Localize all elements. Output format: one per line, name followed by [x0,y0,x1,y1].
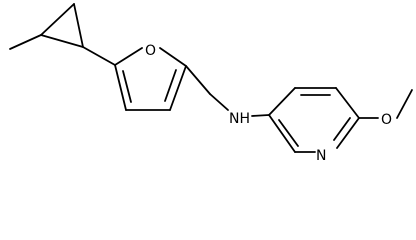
furan-ch2-bond [185,65,211,95]
cyclopropyl-bond-3 [40,34,84,48]
methoxy-oxygen-label: O [381,112,392,128]
pyridine-bond-6 [268,114,296,153]
chemical-structure-canvas: O NH N O [9,3,413,162]
furan-inner-double-bond-1 [122,70,132,103]
furan-c2-c3-bond [169,65,187,111]
cyclopropyl-furan-bond [82,46,116,66]
bond-lines [9,3,413,153]
cyclopropyl-bond-1 [40,3,75,36]
pyridine-nitrogen-label: N [316,148,326,162]
molecule-diagram: O NH N O [9,3,413,162]
o-methyl-bond [396,89,413,119]
furan-inner-double-bond-2 [164,69,177,102]
atom-labels: O NH N O [145,43,392,162]
pyridine-inner-double-bond-3 [278,119,299,147]
pyridine-bond-3 [335,87,360,119]
furan-o-c2-bond [159,47,187,67]
cyclopropyl-bond-2 [73,3,84,48]
pyridine-bond-1 [268,87,296,116]
pyridine-bond-4 [336,117,360,149]
furan-oxygen-label: O [145,43,156,59]
pyridine-inner-double-bond-2 [333,117,351,141]
methyl-bond [9,34,42,50]
ch2-nh-bond [209,93,229,111]
furan-c5-o-bond [114,47,143,66]
nh-pyridine-bond [251,114,270,117]
furan-c4-c5-bond [114,64,127,111]
amine-nitrogen-label: NH [229,111,250,127]
